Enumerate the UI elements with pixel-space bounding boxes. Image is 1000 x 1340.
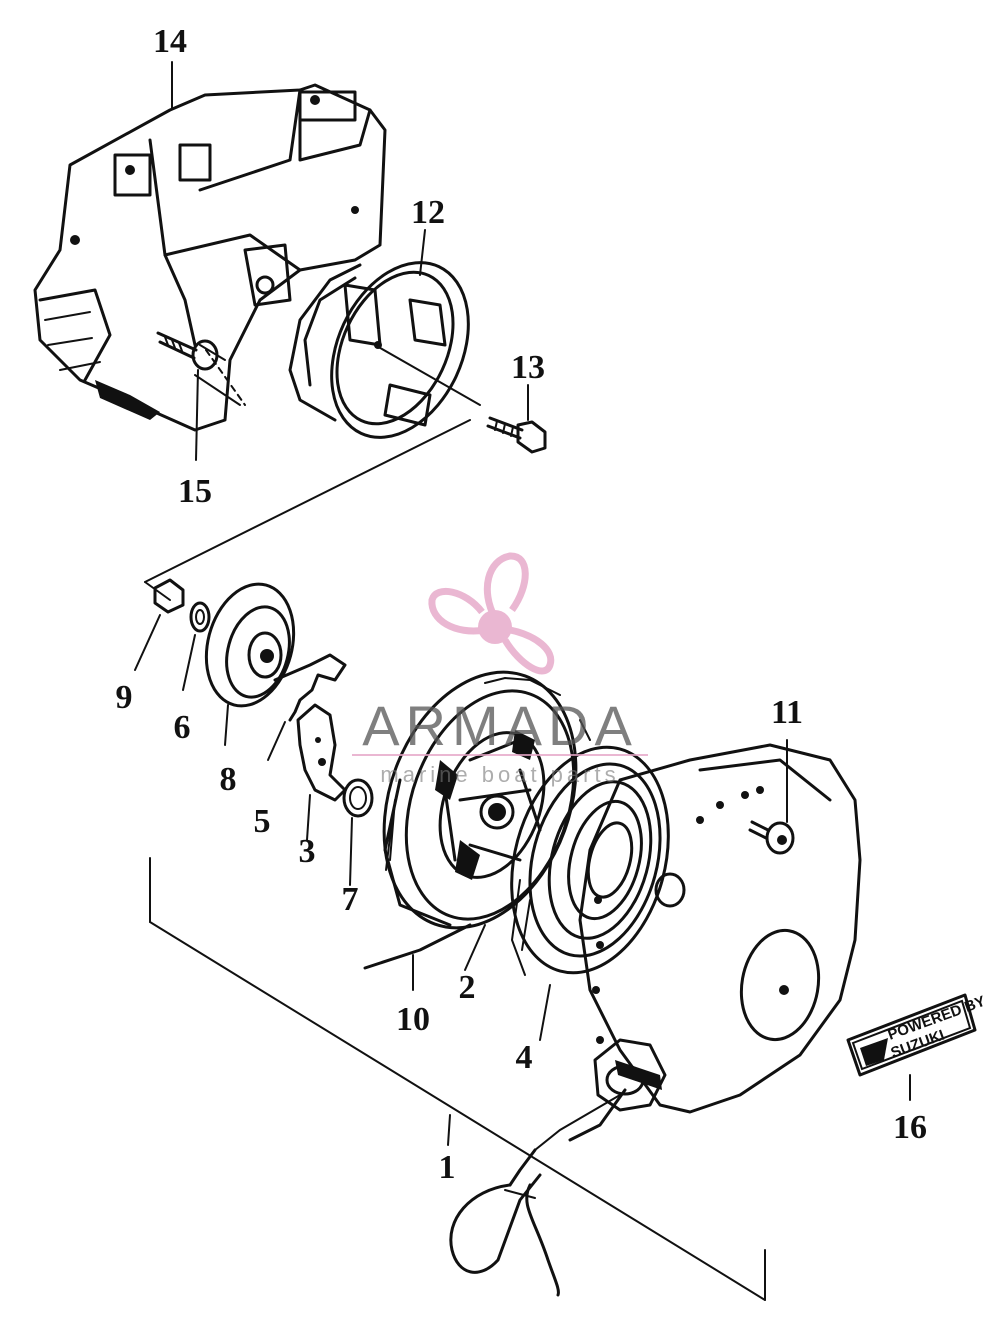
watermark-tagline: marine boat parts (380, 762, 619, 787)
return-spring-part-5 (267, 653, 347, 761)
rope-handle (449, 1148, 560, 1297)
part-label-2: 2 (459, 969, 476, 1006)
part-label-16: 16 (893, 1109, 927, 1146)
assembly-bracket-part-1 (149, 857, 766, 1301)
friction-plate-part-8 (204, 582, 296, 746)
part-label-4: 4 (516, 1039, 533, 1076)
part-label-13: 13 (511, 349, 545, 386)
starter-cup-part-12 (288, 229, 481, 439)
part-label-11: 11 (771, 694, 803, 731)
engine-housing-part-14 (33, 83, 387, 432)
part-label-8: 8 (220, 761, 237, 798)
part-label-10: 10 (396, 1001, 430, 1038)
shaft-centerline (144, 419, 471, 601)
washer-part-6 (182, 601, 211, 691)
propeller-icon (428, 552, 555, 675)
part-label-12: 12 (411, 194, 445, 231)
part-label-5: 5 (254, 803, 271, 840)
part-label-9: 9 (116, 679, 133, 716)
part-label-3: 3 (299, 833, 316, 870)
nut-part-9 (134, 578, 185, 671)
ratchet-pawl-part-3 (296, 703, 347, 841)
part-label-14: 14 (153, 23, 187, 60)
part-label-1: 1 (439, 1149, 456, 1186)
screw-part-11 (748, 739, 795, 855)
bolt-part-13 (486, 384, 547, 454)
spring-part-7 (342, 778, 374, 886)
part-label-7: 7 (342, 881, 359, 918)
bolt-part-15 (156, 331, 246, 461)
suzuki-emblem-part-16: POWERED BY SUZUKI (846, 993, 988, 1101)
starter-housing (534, 743, 862, 1151)
part-label-6: 6 (174, 709, 191, 746)
rope-reel-part-2 (382, 670, 591, 971)
watermark-brand: ARMADA (362, 694, 638, 757)
part-label-15: 15 (178, 473, 212, 510)
armada-watermark: ARMADA marine boat parts (352, 552, 648, 787)
starter-rope-part-10 (363, 923, 472, 991)
